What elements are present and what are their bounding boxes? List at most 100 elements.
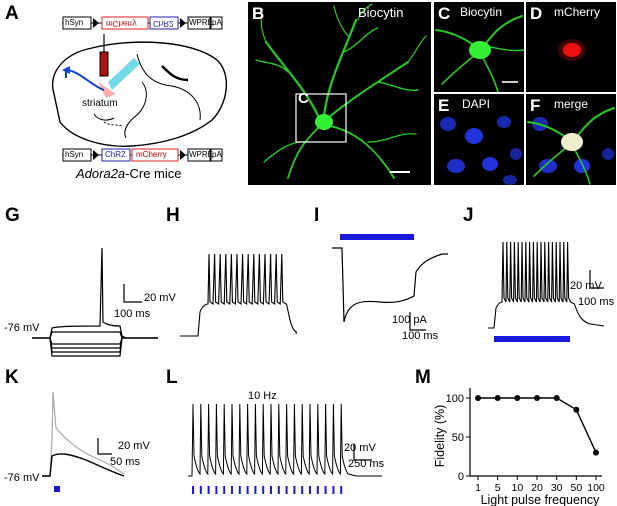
image-merge: F merge (526, 94, 616, 185)
trace-g-voltage-family (32, 247, 158, 357)
trace-k-single-pulse (42, 391, 125, 492)
trace-h-spike-train (180, 253, 298, 337)
region-label-striatum: striatum (82, 98, 118, 109)
j-light-bar (494, 336, 570, 342)
construct-top-wpre: WPRE (189, 18, 213, 27)
l-light-pulse (254, 486, 257, 494)
construct-top-mcherry: mCherry (106, 19, 137, 28)
m-data-point (573, 406, 580, 413)
k-resting-potential: -76 mV (4, 472, 40, 484)
l-light-pulse (238, 486, 241, 494)
construct-bottom-hsyn: hSyn (65, 150, 84, 159)
panel-label-g: G (5, 205, 20, 226)
image-c-label: Biocytin (460, 5, 503, 19)
construct-top: hSyn mCherry ChR2 WPRE pA (62, 16, 223, 30)
panel-label-j: J (463, 205, 474, 226)
panel-label-l: L (166, 367, 178, 388)
m-y-tick-label: 100 (446, 393, 464, 405)
l-scale-voltage: 20 mV (344, 442, 376, 454)
image-biocytin-overview: B Biocytin C (248, 2, 431, 185)
image-e-label: DAPI (462, 97, 491, 111)
l-light-pulse (301, 486, 304, 494)
image-c-letter: C (438, 4, 451, 23)
m-series-line (478, 397, 597, 453)
g-resting-potential: -76 mV (4, 322, 40, 334)
m-x-tick-label: 10 (511, 482, 523, 494)
mouse-line-caption: Adora2a-Cre mice (76, 166, 182, 181)
construct-bottom-wpre: WPRE (189, 150, 213, 159)
m-x-axis-label: Light pulse frequency (481, 493, 601, 506)
panel-label-i: I (314, 205, 320, 226)
mouse-line-gene: Adora2a (76, 166, 126, 181)
l-light-pulse (324, 486, 327, 494)
l-light-pulse (277, 486, 280, 494)
g-scale-voltage: 20 mV (144, 292, 176, 304)
image-b-letter: B (252, 4, 265, 23)
construct-top-chr2: ChR2 (153, 19, 174, 28)
l-light-pulse (262, 486, 265, 494)
l-light-pulse (309, 486, 311, 494)
l-light-pulse (215, 486, 218, 494)
image-b-label: Biocytin (358, 5, 404, 20)
l-light-pulse (207, 486, 210, 494)
m-data-point (494, 395, 501, 401)
image-b-inset-letter: C (298, 90, 309, 107)
m-data-point (514, 395, 521, 401)
l-light-pulse (293, 486, 296, 494)
l-light-pulse (231, 486, 233, 494)
neuron-drawing-c (435, 15, 524, 92)
m-x-tick-label: 5 (495, 482, 501, 494)
construct-top-shape (62, 16, 223, 30)
m-data-point (553, 395, 560, 401)
panel-label-k: K (5, 367, 19, 388)
m-x-tick-label: 50 (570, 482, 582, 494)
image-dapi: E DAPI (434, 94, 524, 185)
trace-j-light-spikes (488, 241, 605, 342)
l-light-pulse (340, 486, 343, 494)
j-scale-voltage: 20 mV (570, 280, 602, 292)
image-mcherry: D mCherry (526, 2, 616, 92)
l-light-pulse (316, 486, 319, 494)
g-scale-time: 100 ms (114, 308, 151, 320)
mouse-line-suffix: -Cre mice (125, 166, 182, 181)
brain-sagittal-diagram (52, 34, 228, 147)
l-light-pulse (285, 486, 288, 494)
m-data-point (475, 395, 481, 401)
construct-top-pa: pA (212, 18, 222, 27)
neuron-drawing-b (255, 3, 427, 179)
l-scale-time: 250 ms (348, 458, 385, 470)
m-data-point (534, 395, 540, 401)
i-scale-current: 100 pA (392, 314, 427, 326)
construct-bottom-chr2: ChR2 (105, 150, 126, 159)
image-d-letter: D (530, 4, 543, 23)
construct-bottom-shape (62, 148, 223, 162)
l-light-pulse (270, 486, 272, 494)
i-light-bar (340, 234, 414, 240)
construct-bottom-mcherry: mCherry (136, 150, 167, 159)
panel-label-h: H (166, 205, 180, 226)
construct-top-hsyn: hSyn (65, 18, 84, 27)
m-x-tick-label: 1 (475, 482, 481, 494)
mcherry-cell (558, 39, 586, 61)
m-data-point (593, 449, 599, 456)
construct-bottom: hSyn ChR2 mCherry WPRE pA (62, 148, 223, 162)
l-frequency-label: 10 Hz (248, 390, 277, 402)
m-y-axis-label: Fidelity (%) (433, 405, 447, 468)
construct-bottom-pa: pA (212, 150, 222, 159)
image-e-letter: E (438, 96, 450, 115)
l-light-pulse (223, 486, 226, 494)
m-x-tick-label: 100 (587, 482, 605, 494)
panel-label-a: A (5, 3, 19, 24)
k-light-pulse (54, 486, 60, 492)
l-light-pulse (246, 486, 249, 494)
dapi-nuclei (440, 116, 522, 185)
i-scale-time: 100 ms (402, 330, 439, 342)
m-x-tick-label: 20 (531, 482, 543, 494)
image-d-label: mCherry (554, 5, 601, 19)
j-scale-time: 100 ms (578, 296, 615, 308)
image-biocytin-closeup: C Biocytin (434, 2, 524, 92)
trace-i-photocurrent (332, 234, 448, 331)
trace-l-10hz-train (188, 403, 382, 494)
panel-label-m: M (415, 367, 431, 388)
